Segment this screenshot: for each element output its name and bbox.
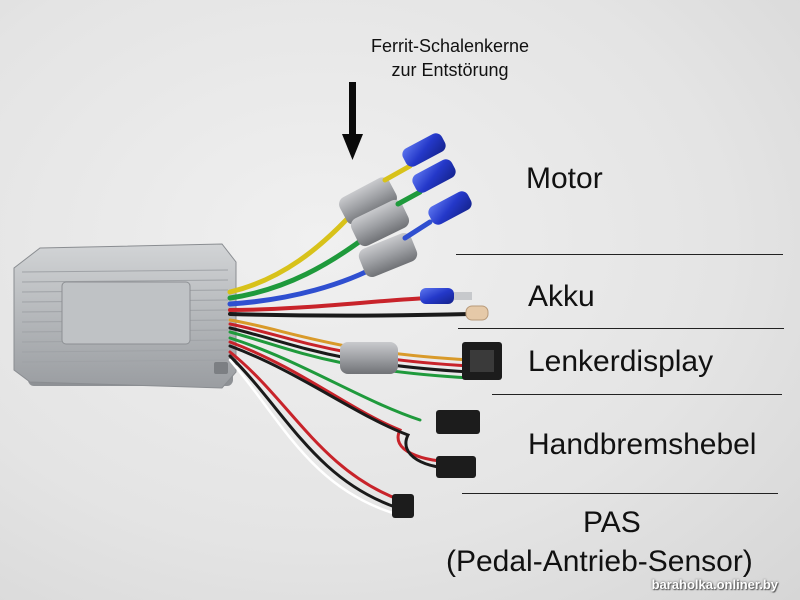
divider-handbremshebel [462, 493, 778, 494]
wire-harness [227, 202, 472, 516]
brake-connectors [436, 410, 480, 478]
display-ferrite-core [340, 342, 398, 374]
divider-akku [458, 328, 784, 329]
label-pas-full: (Pedal-Antrieb-Sensor) [446, 545, 753, 578]
controller-housing [13, 243, 237, 389]
ferrite-annotation-line2: zur Entstörung [391, 60, 509, 80]
label-lenkerdisplay: Lenkerdisplay [528, 345, 714, 378]
label-akku: Akku [528, 280, 595, 313]
battery-connectors [420, 288, 489, 321]
watermark: baraholka.onliner.by [651, 577, 778, 592]
label-handbremshebel: Handbremshebel [528, 428, 757, 461]
divider-motor [456, 254, 783, 255]
motor-connectors [402, 133, 472, 225]
arrow-down-icon [342, 82, 363, 160]
label-motor: Motor [526, 162, 603, 195]
display-connector [462, 342, 502, 380]
ferrite-annotation-line1: Ferrit-Schalenkerne [370, 36, 530, 56]
divider-lenkerdisplay [492, 394, 782, 395]
label-pas: PAS [583, 506, 641, 539]
ferrite-annotation: Ferrit-Schalenkerne zur Entstörung [340, 34, 560, 82]
pas-connector [392, 494, 414, 518]
motor-wire-ends [382, 163, 433, 241]
ferrite-cores [339, 177, 418, 277]
